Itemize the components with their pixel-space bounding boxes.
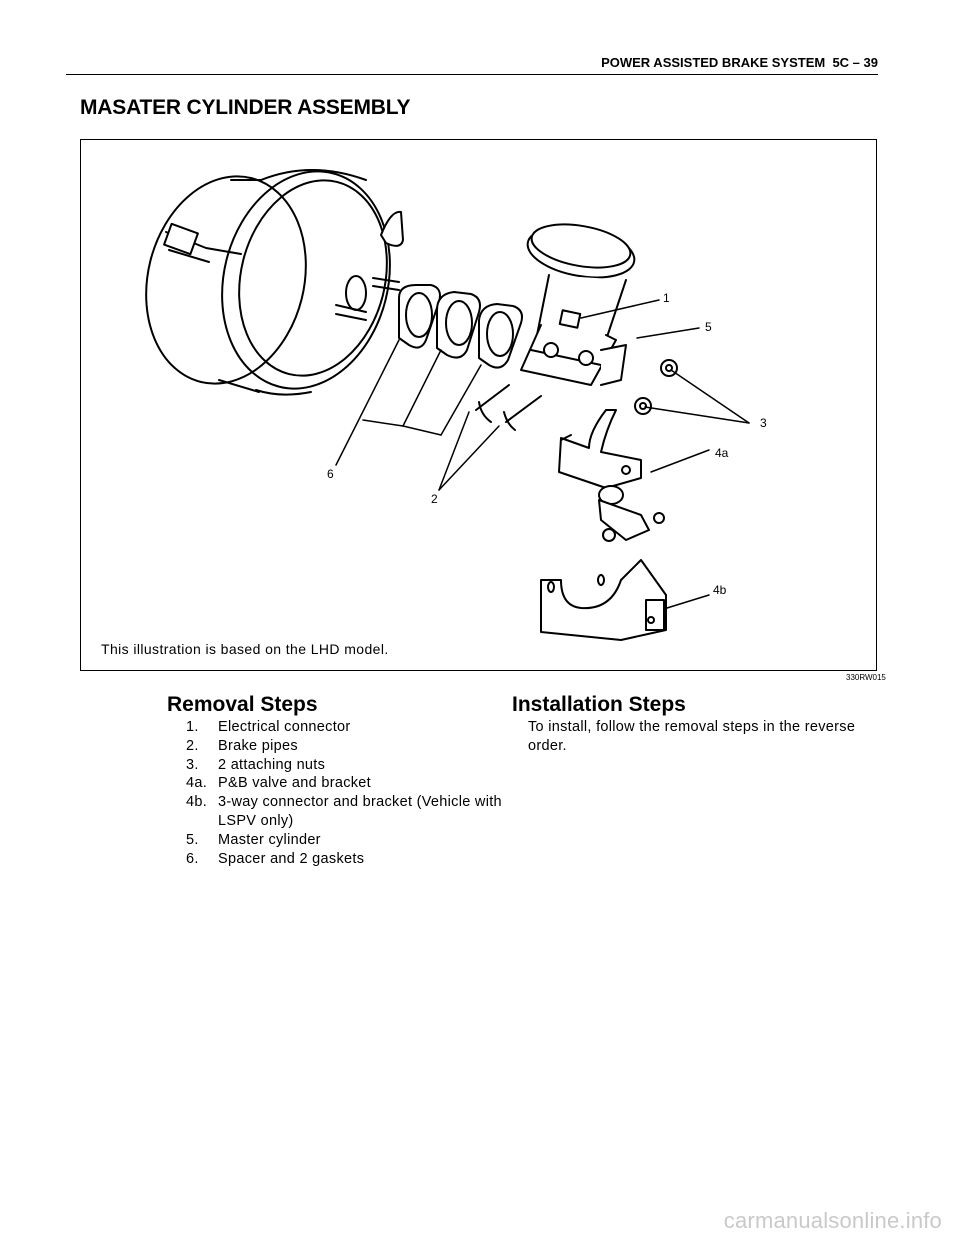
brake-booster-drawing <box>145 169 404 396</box>
callout-4b: 4b <box>713 583 727 597</box>
nut-drawing <box>634 359 678 415</box>
page-title: MASATER CYLINDER ASSEMBLY <box>80 96 411 119</box>
page-number: 5C – 39 <box>832 55 878 70</box>
gasket-drawing <box>398 284 523 369</box>
callout-6: 6 <box>327 467 334 481</box>
list-item: 5.Master cylinder <box>186 831 321 848</box>
list-item: 4b.3-way connector and bracket (Vehicle … <box>186 794 502 829</box>
watermark-text: carmanualsonline.info <box>723 1208 942 1233</box>
list-item: 3.2 attaching nuts <box>186 756 326 773</box>
list-item: 4a.P&B valve and bracket <box>186 775 371 792</box>
pb-valve-bracket-drawing <box>558 409 665 542</box>
list-item: 2.Brake pipes <box>186 737 298 754</box>
list-item: 1.Electrical connector <box>186 719 351 735</box>
page-header: POWER ASSISTED BRAKE SYSTEM 5C – 39 <box>601 55 878 70</box>
callout-4a: 4a <box>715 446 729 460</box>
brake-pipe-drawing <box>475 384 542 431</box>
removal-steps-title: Removal Steps <box>167 693 318 716</box>
callout-2: 2 <box>431 492 438 506</box>
callout-5: 5 <box>705 320 712 334</box>
section-title: POWER ASSISTED BRAKE SYSTEM <box>601 55 826 70</box>
removal-steps-list: 1.Electrical connector 2.Brake pipes 3.2… <box>186 718 506 868</box>
illustration-note: This illustration is based on the LHD mo… <box>101 641 389 657</box>
list-item: 6.Spacer and 2 gaskets <box>186 850 365 867</box>
three-way-bracket-drawing <box>540 559 667 641</box>
illustration-frame: 1 5 3 4a 6 2 4b This illustration is bas… <box>80 139 877 671</box>
callout-3: 3 <box>760 416 767 430</box>
exploded-view-illustration <box>145 169 750 641</box>
master-cylinder-drawing <box>520 223 636 386</box>
installation-steps-text: To install, follow the removal steps in … <box>528 719 856 754</box>
header-divider <box>66 74 878 75</box>
leader-lines <box>335 299 750 609</box>
installation-steps-title: Installation Steps <box>512 693 686 716</box>
figure-code: 330RW015 <box>846 673 886 682</box>
callout-1: 1 <box>663 291 670 305</box>
